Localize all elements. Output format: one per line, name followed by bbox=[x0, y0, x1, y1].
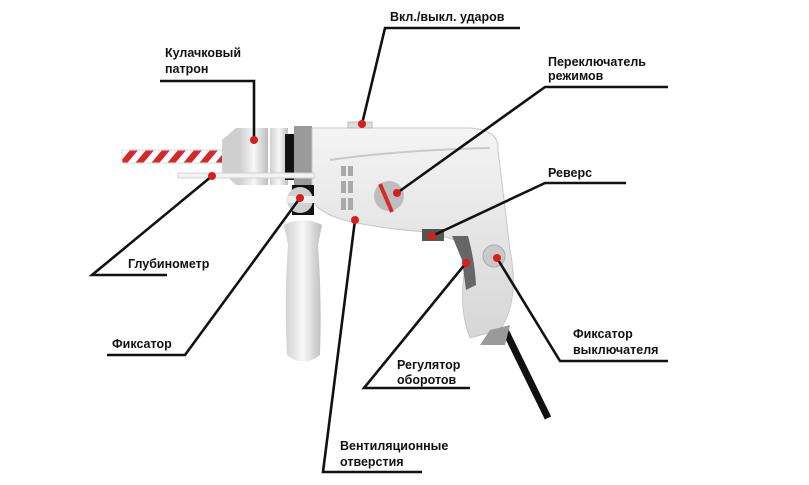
label-mode-2: режимов bbox=[548, 69, 604, 83]
marker-vents bbox=[351, 216, 359, 224]
label-trigger-lock-1: Фиксатор bbox=[573, 327, 633, 341]
label-trigger-lock-2: выключателя bbox=[573, 343, 658, 357]
marker-mode bbox=[393, 189, 401, 197]
marker-impact bbox=[358, 120, 366, 128]
depth-gauge-rod bbox=[177, 172, 315, 179]
leader-lines bbox=[88, 26, 668, 474]
label-depth-gauge: Глубинометр bbox=[128, 257, 210, 271]
marker-trigger-lock bbox=[493, 254, 501, 262]
label-vents-2: отверстия bbox=[340, 455, 404, 469]
marker-chuck bbox=[250, 136, 258, 144]
label-vents-1: Вентиляционные bbox=[340, 439, 448, 453]
label-speed-1: Регулятор bbox=[397, 358, 461, 372]
drill-body bbox=[311, 127, 514, 339]
marker-lock bbox=[296, 194, 304, 202]
label-chuck-1: Кулачковый bbox=[165, 46, 241, 60]
markers bbox=[208, 120, 501, 267]
label-lock: Фиксатор bbox=[112, 337, 172, 351]
power-cord bbox=[501, 328, 552, 420]
side-handle bbox=[284, 185, 322, 362]
marker-reverse bbox=[428, 232, 436, 240]
ventilation-slots bbox=[341, 166, 353, 210]
marker-speed bbox=[462, 259, 470, 267]
label-chuck-2: патрон bbox=[165, 62, 208, 76]
label-mode-1: Переключатель bbox=[548, 55, 646, 69]
label-impact: Вкл./выкл. ударов bbox=[390, 10, 505, 24]
label-reverse: Реверс bbox=[548, 166, 592, 180]
label-speed-2: оборотов bbox=[397, 373, 457, 387]
drill-bit bbox=[121, 149, 225, 164]
marker-depth bbox=[208, 172, 216, 180]
